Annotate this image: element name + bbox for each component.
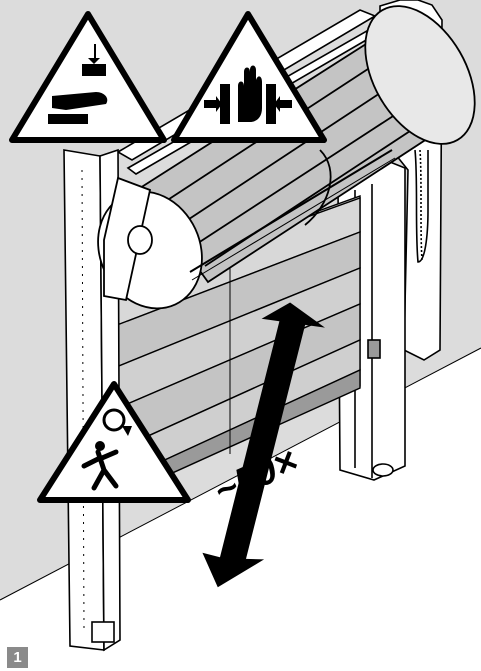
figure-number-badge: 1	[7, 647, 28, 668]
